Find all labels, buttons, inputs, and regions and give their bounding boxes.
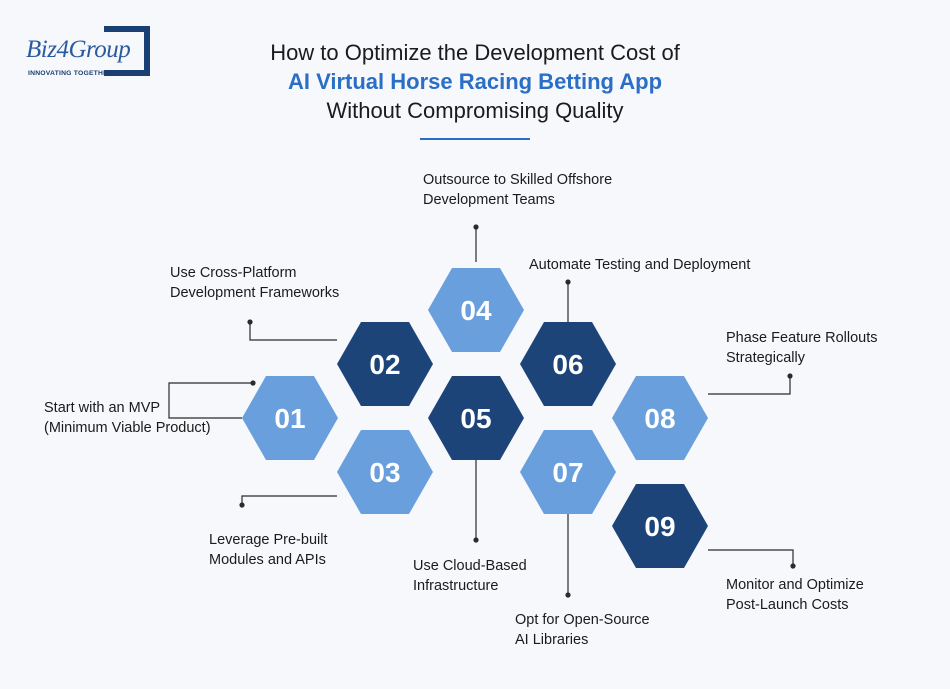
- label-line: Start with an MVP: [44, 400, 161, 416]
- step-number: 04: [460, 295, 492, 326]
- logo-frame: [104, 26, 150, 76]
- hexagon-shape: [612, 376, 708, 460]
- step-number: 07: [552, 457, 583, 488]
- step-number: 06: [552, 349, 583, 380]
- connector-line-02: [249, 322, 337, 341]
- hexagon-shape: [428, 376, 524, 460]
- connector-dot-03: [239, 502, 245, 508]
- step-number: 02: [369, 349, 400, 380]
- connector-line-09: [708, 549, 794, 566]
- connector-dot-01: [250, 380, 256, 386]
- page-title: How to Optimize the Development Cost of …: [0, 38, 950, 125]
- logo: Biz4Group INNOVATING TOGETHER: [26, 24, 158, 84]
- connector-dot-02: [247, 319, 253, 325]
- label-line: Modules and APIs: [209, 552, 326, 568]
- step-label-06: Automate Testing and Deployment: [529, 255, 750, 275]
- hexagon-step-05: 05: [428, 376, 524, 460]
- label-line: (Minimum Viable Product): [44, 420, 211, 436]
- hexagon-shape: [612, 484, 708, 568]
- label-line: Post-Launch Costs: [726, 597, 849, 613]
- hexagon-step-02: 02: [337, 322, 433, 406]
- step-number: 09: [644, 511, 675, 542]
- hexagon-shape: [520, 322, 616, 406]
- label-line: AI Libraries: [515, 632, 589, 648]
- connector-dot-08: [787, 373, 793, 379]
- hexagon-step-07: 07: [520, 430, 616, 514]
- label-line: Development Teams: [423, 192, 555, 208]
- label-line: Monitor and Optimize: [726, 577, 864, 593]
- hexagon-shape: [337, 430, 433, 514]
- hexagon-step-03: 03: [337, 430, 433, 514]
- connector-line-01: [168, 382, 253, 419]
- hexagon-shape: [520, 430, 616, 514]
- label-line: Use Cross-Platform: [170, 265, 297, 281]
- connector-dot-05: [473, 537, 479, 543]
- connector-dot-07: [565, 592, 571, 598]
- logo-wordmark: Biz4Group: [26, 36, 133, 64]
- connector-line-03: [241, 495, 337, 505]
- hexagon-step-09: 09: [612, 484, 708, 568]
- label-line: Opt for Open-Source: [515, 612, 650, 628]
- label-line: Automate Testing and Deployment: [529, 257, 751, 273]
- label-line: Leverage Pre-built: [209, 532, 328, 548]
- title-underline: [420, 138, 530, 140]
- step-number: 08: [644, 403, 675, 434]
- label-line: Infrastructure: [413, 578, 499, 594]
- hexagons: 01 02 03 04 05 06 07 08 09: [242, 268, 708, 568]
- hexagon-step-01: 01: [242, 376, 338, 460]
- connector-dot-09: [790, 563, 796, 569]
- connector-dot-04: [473, 224, 479, 230]
- step-number: 01: [274, 403, 305, 434]
- label-line: Outsource to Skilled Offshore: [423, 172, 613, 188]
- hexagon-step-08: 08: [612, 376, 708, 460]
- label-line: Strategically: [726, 350, 805, 366]
- hexagon-shape: [242, 376, 338, 460]
- connector-line-08: [708, 376, 791, 395]
- connector-lines: [168, 224, 796, 598]
- step-label-01: Start with an MVP (Minimum Viable Product…: [44, 398, 211, 438]
- label-line: Use Cloud-Based: [413, 558, 527, 574]
- connector-dot-06: [565, 279, 571, 285]
- hexagon-step-06: 06: [520, 322, 616, 406]
- hexagon-step-04: 04: [428, 268, 524, 352]
- step-label-07: Opt for Open-Source AI Libraries: [515, 610, 650, 650]
- step-number: 03: [369, 457, 400, 488]
- hexagon-shape: [428, 268, 524, 352]
- title-line-2: AI Virtual Horse Racing Betting App: [287, 69, 663, 94]
- label-line: Phase Feature Rollouts: [726, 330, 878, 346]
- title-line-1: How to Optimize the Development Cost of: [270, 40, 680, 65]
- label-line: Development Frameworks: [170, 285, 340, 301]
- title-line-3: Without Compromising Quality: [326, 98, 624, 123]
- logo-tagline: INNOVATING TOGETHER: [28, 70, 113, 77]
- step-number: 05: [460, 403, 491, 434]
- hexagon-shape: [337, 322, 433, 406]
